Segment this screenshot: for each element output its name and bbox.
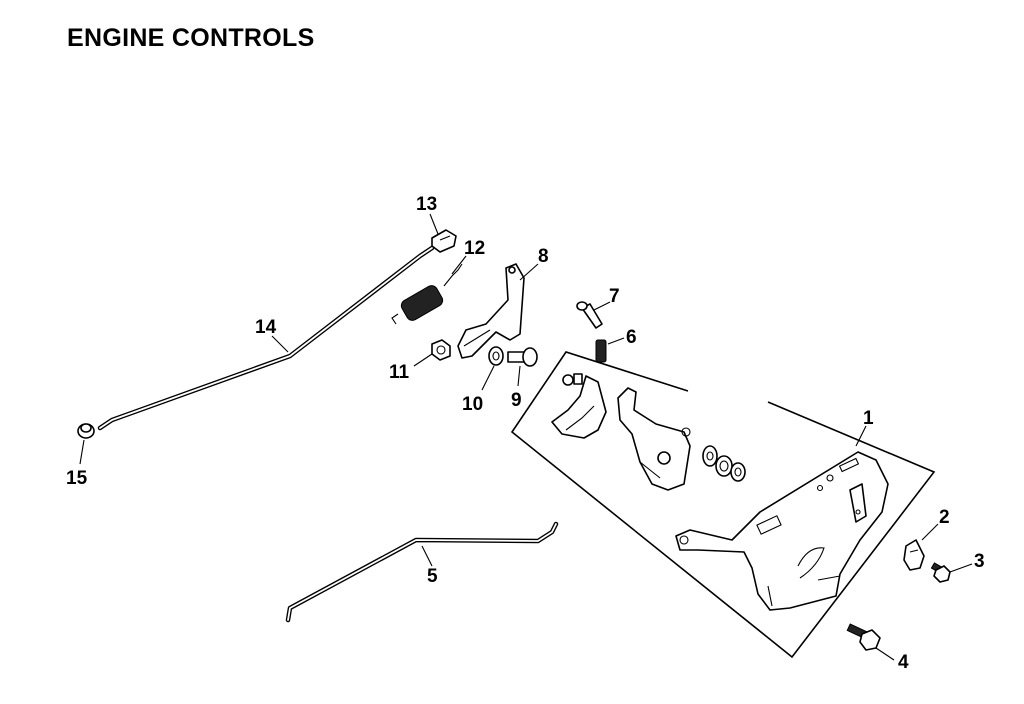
bolt-4 xyxy=(846,623,881,651)
callout-12: 12 xyxy=(464,238,485,259)
hex-nut xyxy=(431,339,451,361)
control-lever xyxy=(457,263,525,359)
callout-6: 6 xyxy=(626,327,637,348)
callout-3: 3 xyxy=(974,551,985,572)
callout-labels: 1 2 3 4 5 6 7 8 9 10 11 12 13 14 15 xyxy=(66,194,985,673)
choke-rod xyxy=(97,245,435,431)
callout-2: 2 xyxy=(939,507,950,528)
callout-10: 10 xyxy=(462,394,483,415)
rod-bushing xyxy=(77,423,95,439)
page-title: ENGINE CONTROLS xyxy=(67,24,315,52)
bolt-3 xyxy=(930,562,951,583)
callout-15: 15 xyxy=(66,468,88,489)
callout-8: 8 xyxy=(538,246,549,267)
leader-lines xyxy=(79,213,973,661)
bracket-subassembly xyxy=(551,373,691,491)
callout-1: 1 xyxy=(863,408,874,429)
governor-spring xyxy=(391,263,463,325)
callout-4: 4 xyxy=(898,652,909,673)
callout-5: 5 xyxy=(427,566,438,587)
callout-9: 9 xyxy=(511,390,522,411)
callout-7: 7 xyxy=(609,286,620,307)
callout-11: 11 xyxy=(389,362,410,383)
washer-10 xyxy=(488,346,504,366)
control-plate xyxy=(675,451,889,611)
tension-spring xyxy=(595,339,607,363)
rod-clip xyxy=(431,229,457,253)
shoulder-bolt xyxy=(507,347,538,367)
screw-7 xyxy=(576,301,603,329)
cable-clip xyxy=(903,539,925,571)
callout-13: 13 xyxy=(416,194,437,215)
assembly-frame xyxy=(510,351,936,659)
callout-14: 14 xyxy=(255,317,277,338)
washer-stack xyxy=(702,445,746,482)
throttle-rod xyxy=(285,521,559,623)
